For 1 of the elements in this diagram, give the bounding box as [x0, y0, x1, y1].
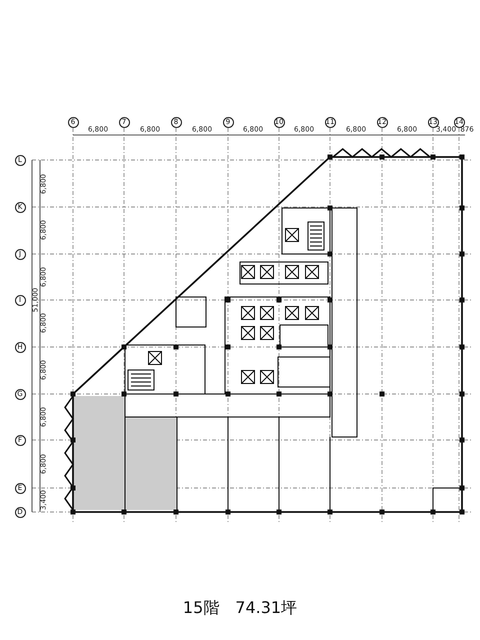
caption: 15階 74.31坪 — [182, 598, 298, 619]
